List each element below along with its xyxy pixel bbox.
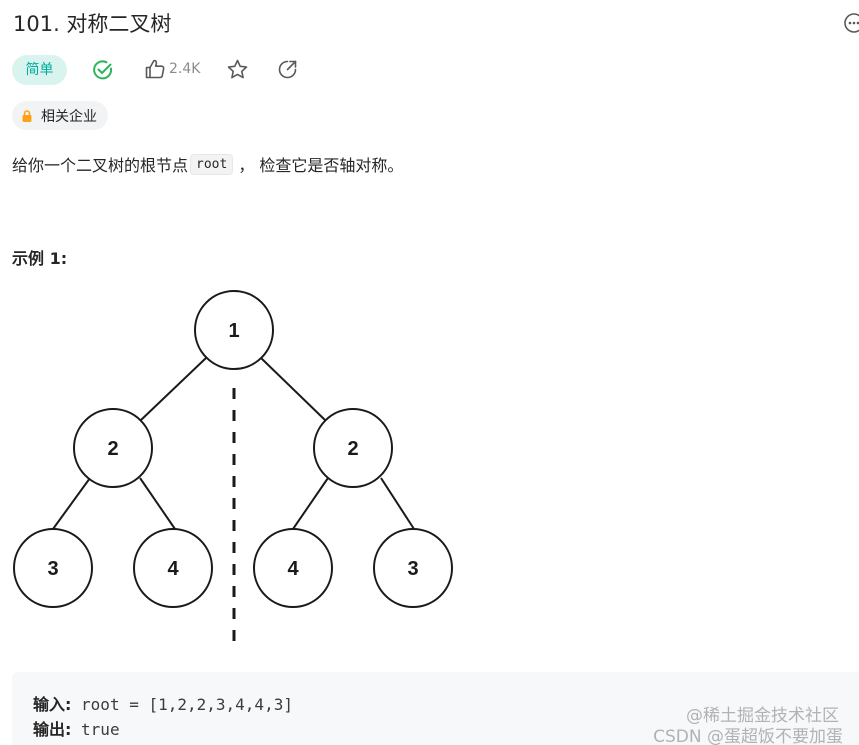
lock-icon bbox=[22, 109, 32, 122]
example-input-row: 输入: root = [1,2,2,3,4,4,3] bbox=[33, 691, 293, 715]
tree-node: 3 bbox=[13, 528, 93, 608]
favorite-star-icon[interactable] bbox=[226, 58, 249, 81]
tree-edge bbox=[140, 357, 207, 421]
tree-node-label: 2 bbox=[347, 438, 358, 460]
tree-edge bbox=[292, 477, 329, 530]
like-count: 2.4K bbox=[169, 61, 201, 77]
tree-node: 2 bbox=[73, 408, 153, 488]
input-label: 输入: bbox=[33, 695, 72, 714]
related-companies-tag[interactable]: 相关企业 bbox=[12, 101, 108, 130]
difficulty-badge: 简单 bbox=[12, 55, 67, 85]
watermark-csdn: CSDN @蛋超饭不要加蛋 bbox=[653, 727, 843, 745]
tree-node-label: 1 bbox=[228, 320, 239, 342]
tree-edge bbox=[260, 357, 326, 421]
tree-node-label: 3 bbox=[47, 558, 58, 580]
tree-node: 4 bbox=[253, 528, 333, 608]
related-companies-label: 相关企业 bbox=[41, 108, 97, 125]
example-io-block: 输入: root = [1,2,2,3,4,4,3] 输出: true bbox=[12, 672, 859, 745]
tree-node: 4 bbox=[133, 528, 213, 608]
input-value: root = [1,2,2,3,4,4,3] bbox=[71, 695, 293, 714]
tree-node: 2 bbox=[313, 408, 393, 488]
problem-description: 给你一个二叉树的根节点 root ， 检查它是否轴对称。 bbox=[12, 152, 403, 176]
tree-node-label: 3 bbox=[407, 558, 418, 580]
thumbs-up-icon[interactable] bbox=[144, 58, 166, 80]
output-label: 输出: bbox=[33, 720, 72, 739]
binary-tree-diagram: 1 2 2 3 4 4 3 bbox=[13, 290, 453, 650]
description-code-root: root bbox=[190, 153, 234, 175]
tree-node-label: 4 bbox=[287, 558, 299, 580]
tree-node: 3 bbox=[373, 528, 453, 608]
description-text-after: ， 检查它是否轴对称。 bbox=[238, 156, 404, 175]
problem-title: 101. 对称二叉树 bbox=[13, 12, 172, 36]
description-text-before: 给你一个二叉树的根节点 bbox=[12, 156, 189, 175]
example-output-row: 输出: true bbox=[33, 716, 120, 740]
more-options-icon[interactable] bbox=[843, 12, 859, 34]
tree-node-label: 4 bbox=[167, 558, 179, 580]
solved-check-icon bbox=[93, 60, 113, 80]
watermark: @稀土掘金技术社区 CSDN @蛋超饭不要加蛋 bbox=[653, 706, 843, 745]
output-value: true bbox=[71, 720, 120, 739]
tree-node: 1 bbox=[194, 290, 274, 370]
tree-edge bbox=[139, 477, 176, 530]
share-icon[interactable] bbox=[277, 59, 298, 80]
tree-edge bbox=[380, 477, 415, 530]
tree-node-label: 2 bbox=[107, 438, 118, 460]
example-title: 示例 1: bbox=[12, 249, 68, 268]
tree-edge bbox=[52, 477, 91, 530]
watermark-juejin: @稀土掘金技术社区 bbox=[686, 706, 839, 726]
